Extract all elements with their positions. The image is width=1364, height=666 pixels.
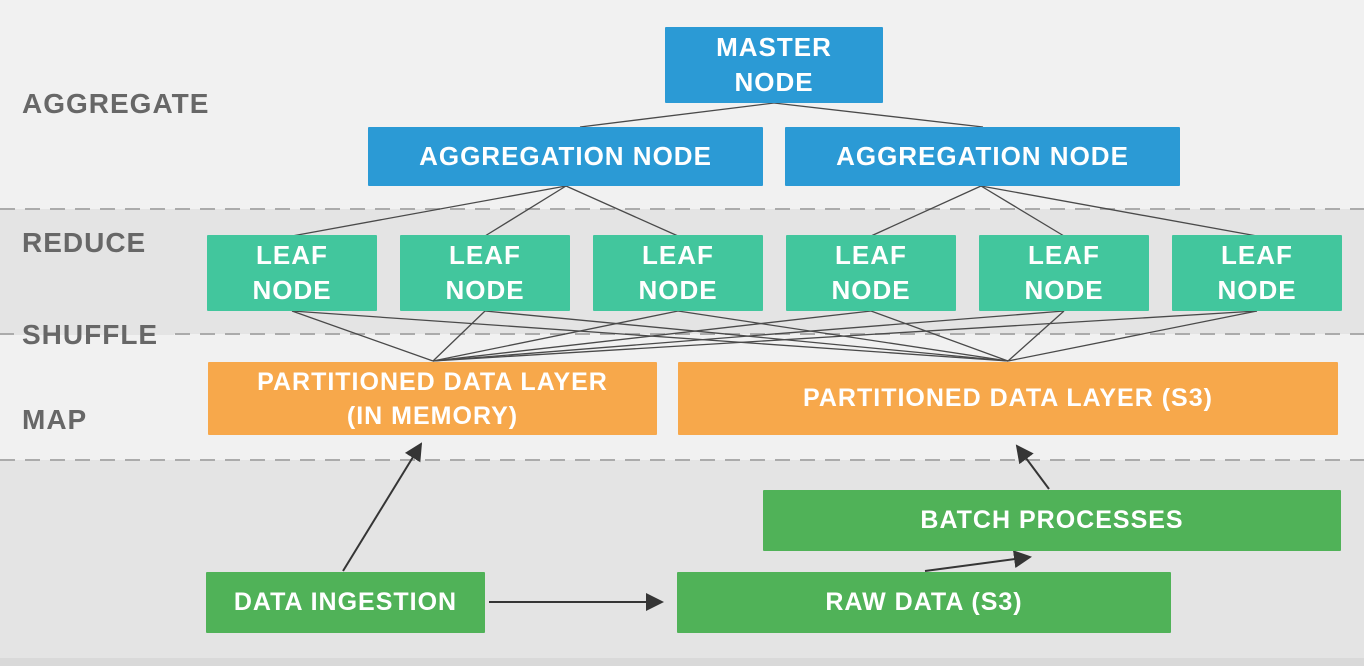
node-partitioned-memory-line2: (IN MEMORY) bbox=[346, 401, 519, 430]
node-partitioned-data-layer-s3: PARTITIONED DATA LAYER (S3) bbox=[678, 362, 1338, 435]
stage-label-map: MAP bbox=[22, 404, 88, 435]
node-leaf-2: LEAF NODE bbox=[400, 235, 570, 311]
node-leaf-3: LEAF NODE bbox=[593, 235, 763, 311]
stage-label-shuffle: SHUFFLE bbox=[14, 320, 175, 350]
node-master-line2: NODE bbox=[734, 67, 814, 97]
node-leaf-5-line2: NODE bbox=[1024, 275, 1104, 305]
node-aggregation-2: AGGREGATION NODE bbox=[785, 127, 1180, 186]
node-leaf-5: LEAF NODE bbox=[979, 235, 1149, 311]
dataflow-arrows bbox=[342, 442, 1050, 611]
node-leaf-6-line2: NODE bbox=[1217, 275, 1297, 305]
node-leaf-6: LEAF NODE bbox=[1172, 235, 1342, 311]
node-master-line1: MASTER bbox=[716, 32, 832, 62]
node-master: MASTER NODE bbox=[665, 27, 883, 103]
bottom-edge-strip bbox=[0, 658, 1364, 666]
node-leaf-3-line1: LEAF bbox=[642, 240, 714, 270]
node-aggregation-1: AGGREGATION NODE bbox=[368, 127, 763, 186]
stage-separator-dashed-lines bbox=[0, 208, 1364, 461]
node-data-ingestion: DATA INGESTION bbox=[206, 572, 485, 633]
node-leaf-2-line1: LEAF bbox=[449, 240, 521, 270]
shuffle-edges bbox=[291, 310, 1258, 362]
node-leaf-4-line1: LEAF bbox=[835, 240, 907, 270]
node-ingestion-label: DATA INGESTION bbox=[233, 588, 458, 616]
node-aggregation-2-label: AGGREGATION NODE bbox=[836, 141, 1129, 171]
node-leaf-4: LEAF NODE bbox=[786, 235, 956, 311]
node-leaf-1-line1: LEAF bbox=[256, 240, 328, 270]
node-leaf-1-line2: NODE bbox=[252, 275, 332, 305]
stage-label-aggregate: AGGREGATE bbox=[22, 88, 210, 119]
node-partitioned-s3-label: PARTITIONED DATA LAYER (S3) bbox=[803, 384, 1213, 412]
query-tree-edges bbox=[291, 102, 1258, 237]
node-aggregation-1-label: AGGREGATION NODE bbox=[419, 141, 712, 171]
stage-label-reduce: REDUCE bbox=[22, 227, 147, 258]
node-leaf-5-line1: LEAF bbox=[1028, 240, 1100, 270]
node-partitioned-data-layer-in-memory: PARTITIONED DATA LAYER (IN MEMORY) bbox=[208, 362, 657, 435]
node-raw-data-s3: RAW DATA (S3) bbox=[677, 572, 1171, 633]
node-batch-label: BATCH PROCESSES bbox=[920, 506, 1184, 534]
node-partitioned-memory-line1: PARTITIONED DATA LAYER bbox=[257, 367, 608, 396]
node-leaf-3-line2: NODE bbox=[638, 275, 718, 305]
node-leaf-6-line1: LEAF bbox=[1221, 240, 1293, 270]
node-leaf-1: LEAF NODE bbox=[207, 235, 377, 311]
node-batch-processes: BATCH PROCESSES bbox=[763, 490, 1341, 551]
node-raw-label: RAW DATA (S3) bbox=[825, 588, 1023, 616]
node-leaf-4-line2: NODE bbox=[831, 275, 911, 305]
node-leaf-2-line2: NODE bbox=[445, 275, 525, 305]
